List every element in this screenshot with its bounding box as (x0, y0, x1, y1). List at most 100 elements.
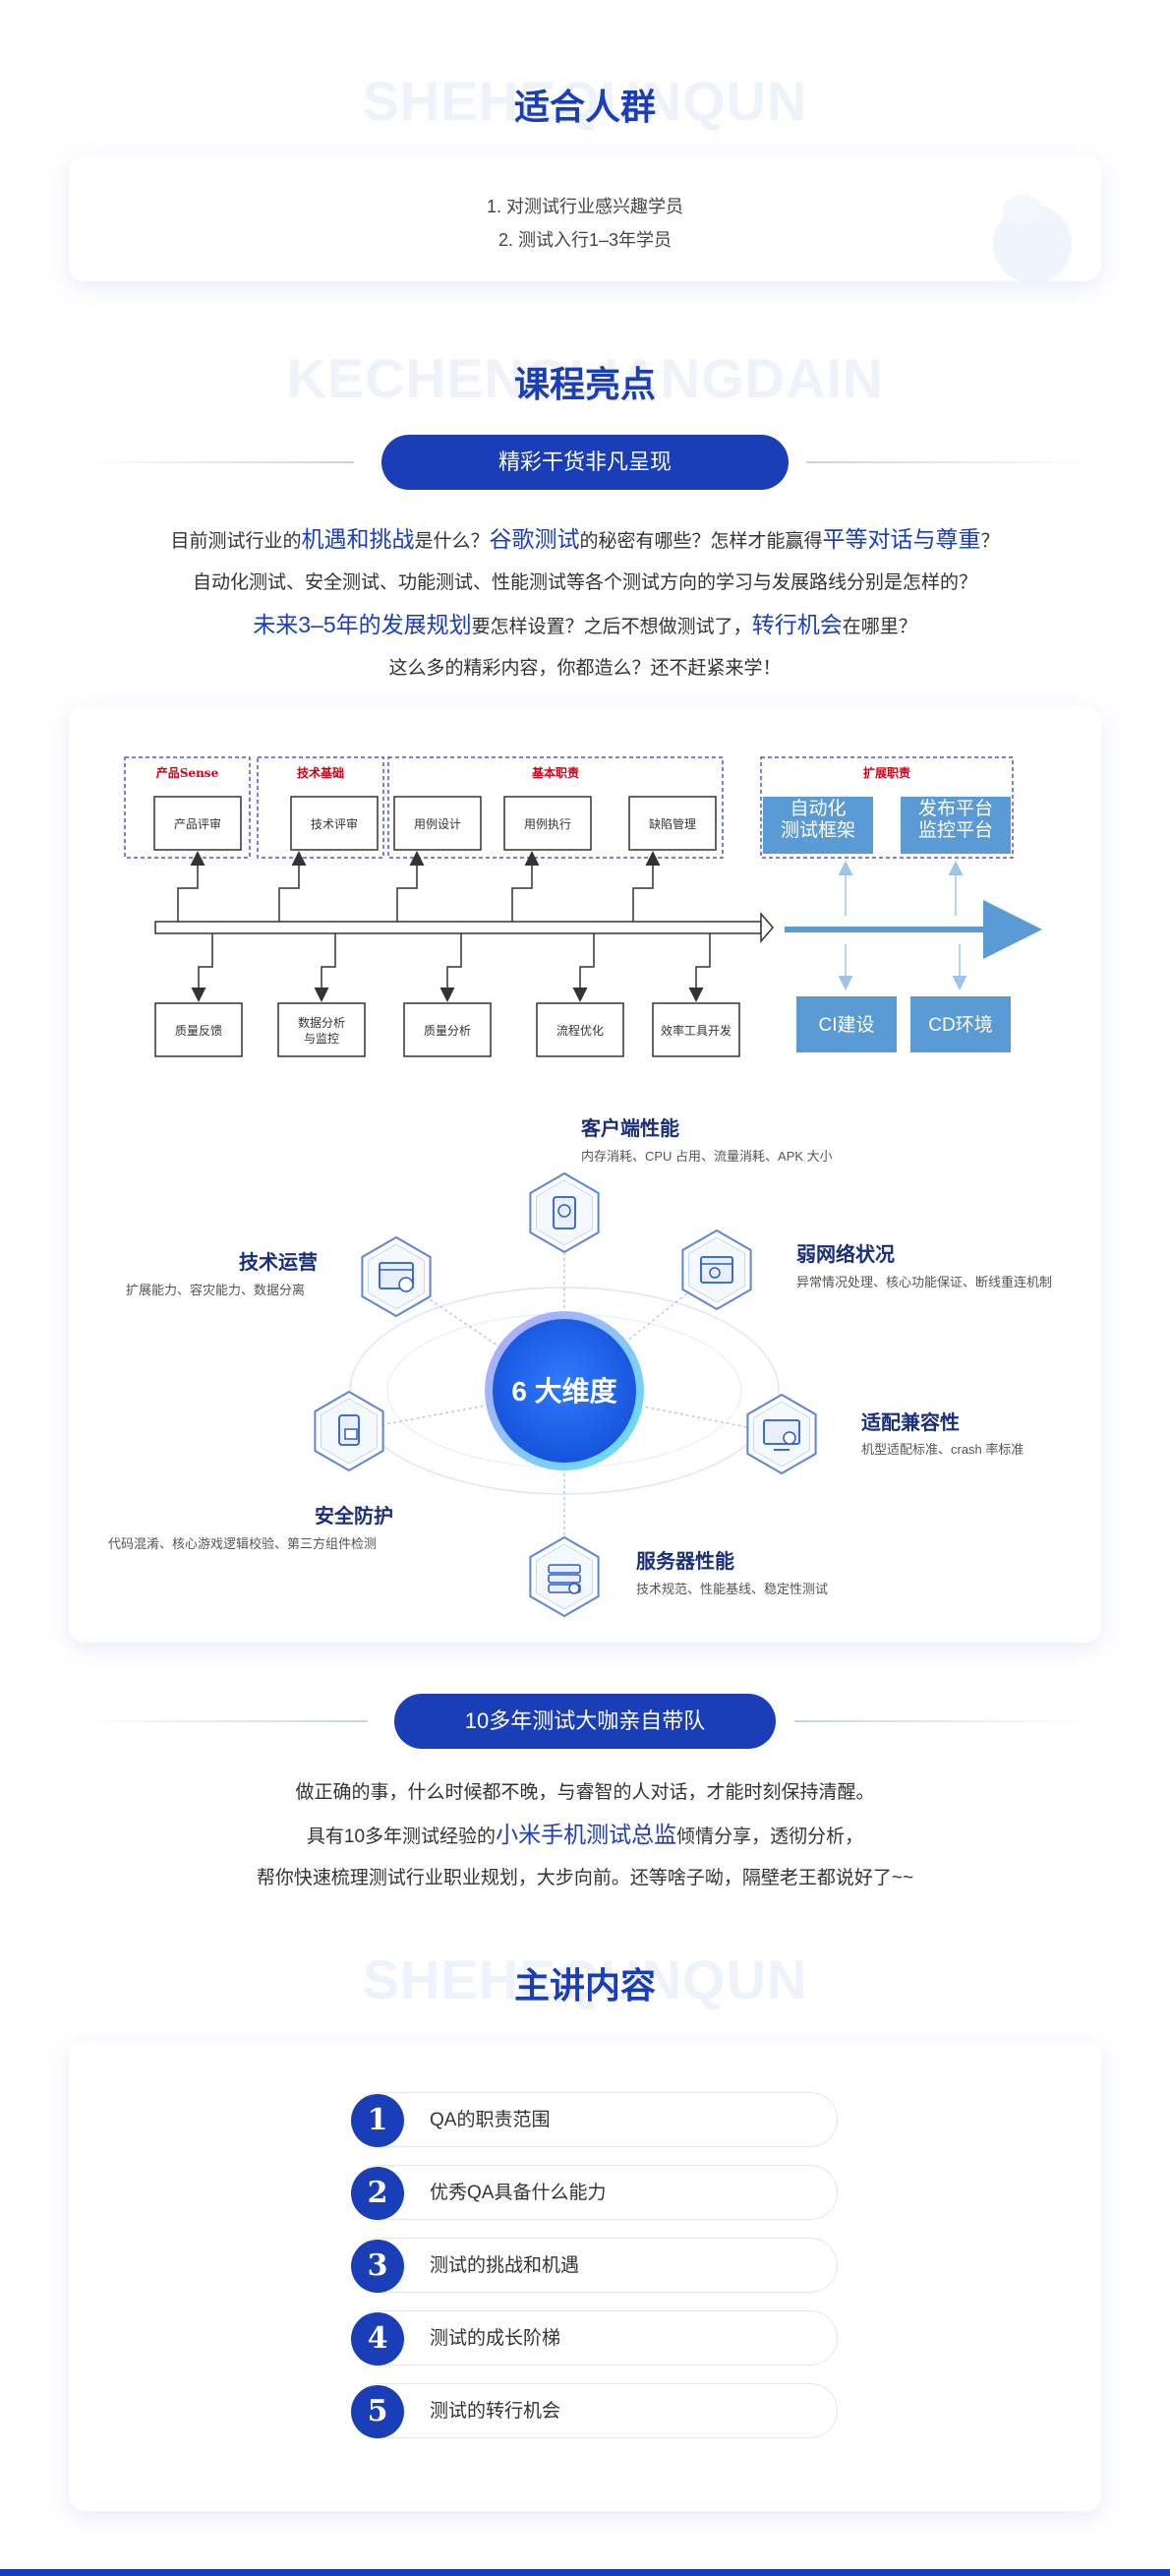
paragraph-text: 这么多的精彩内容，你都造么？还不赶紧来学！ (388, 658, 782, 679)
output-box (403, 1002, 492, 1057)
topic-item: 5 测试的转行机会 (351, 2383, 838, 2438)
output-box (652, 1002, 740, 1057)
highlight-text: 谷歌测试 (489, 526, 580, 552)
topic-item: 4 测试的成长阶梯 (351, 2310, 838, 2366)
connector-up (177, 851, 205, 922)
dimension-title: 服务器性能 (636, 1549, 734, 1573)
paragraph-line: 自动化测试、安全测试、功能测试、性能测试等各个测试方向的学习与发展路线分别是怎样… (0, 563, 1170, 604)
topic-item: 1 QA的职责范围 (351, 2092, 838, 2147)
connector-up (278, 851, 307, 922)
paragraph-line: 这么多的精彩内容，你都造么？还不赶紧来学！ (0, 648, 1170, 689)
output-box (154, 1002, 243, 1057)
output-box (277, 1002, 366, 1057)
topics-card: 1 QA的职责范围 2 优秀QA具备什么能力 3 测试的挑战和机遇 4 测试的成… (69, 2041, 1101, 2511)
extension-box-label: 测试框架 (781, 819, 855, 841)
paragraph-text: 在哪里？ (842, 617, 917, 637)
dimension-desc: 技术规范、性能基线、稳定性测试 (636, 1582, 828, 1596)
role-box (628, 796, 717, 851)
role-box-label: 技术评审 (311, 816, 358, 831)
dimension-desc: 内存消耗、CPU 占用、流量消耗、APK 大小 (581, 1149, 833, 1164)
extension-box-label: 发布平台 (918, 798, 993, 819)
timeline-bar (154, 921, 762, 934)
extension-box (901, 797, 1011, 854)
highlight-text: 转行机会 (751, 612, 843, 637)
window-link-icon (398, 1277, 414, 1292)
highlights-section-header: KECHENGLIANGDAIN 课程亮点 (0, 346, 1170, 415)
group-label: 技术基础 (297, 765, 344, 780)
content-section-header: SHEHEQUNQUN 主讲内容 (0, 1947, 1170, 2016)
content-watermark: SHEHEQUNQUN (362, 1948, 808, 2010)
topic-label: QA的职责范围 (430, 2110, 551, 2130)
paragraph-text: 的秘密有哪些？怎样才能赢得 (579, 531, 823, 552)
dimension-title: 技术运营 (239, 1250, 318, 1274)
dimension-desc: 异常情况处理、核心功能保证、断线重连机制 (796, 1275, 1052, 1289)
paragraph-line: 具有10多年测试经验的小米手机测试总监倾情分享，透彻分析， (0, 1814, 1170, 1858)
extension-box-label: 监控平台 (918, 819, 993, 841)
paragraph-line: 目前测试行业的机遇和挑战是什么？谷歌测试的秘密有哪些？怎样才能赢得平等对话与尊重… (0, 518, 1170, 563)
highlight-text: 小米手机测试总监 (496, 1822, 677, 1847)
output-box-label: 质量反馈 (175, 1024, 222, 1038)
browser-icon (709, 1267, 721, 1279)
lock-phone-icon (344, 1428, 358, 1440)
extension-box-label: 自动化 (790, 798, 846, 819)
dimension-title: 适配兼容性 (861, 1410, 960, 1434)
highlights-pill: 精彩干货非凡呈现 (381, 435, 789, 490)
audience-title: 适合人群 (513, 87, 656, 127)
connector-down (688, 933, 711, 1002)
topic-label: 测试的成长阶梯 (430, 2328, 561, 2349)
group-box (257, 756, 384, 859)
divider-left (79, 461, 354, 463)
server-icon (548, 1564, 581, 1574)
dimension-desc: 代码混淆、核心游戏逻辑校验、第三方组件检测 (108, 1536, 377, 1551)
output-box-label: 流程优化 (556, 1023, 604, 1038)
paragraph-text: 是什么？ (414, 531, 490, 552)
timeline-arrow-head (760, 911, 774, 944)
paragraph-text: 倾情分享，透彻分析， (676, 1827, 864, 1847)
connector-up (632, 851, 661, 922)
paragraph-text: 自动化测试、安全测试、功能测试、性能测试等各个测试方向的学习与发展路线分别是怎样… (192, 572, 977, 593)
dimension-title: 安全防护 (315, 1504, 393, 1528)
team-pill: 10多年测试大咖亲自带队 (394, 1694, 776, 1749)
audience-card: 1. 对测试行业感兴趣学员 2. 测试入行1–3年学员 (69, 155, 1101, 281)
extension-box (763, 797, 873, 854)
role-box-label: 用例执行 (524, 817, 571, 831)
role-box-label: 产品评审 (174, 816, 221, 831)
center-circle (493, 1319, 636, 1463)
topic-number: 4 (351, 2312, 404, 2366)
output-box-label: 数据分析 (298, 1015, 345, 1030)
highlight-text: 平等对话与尊重 (822, 526, 981, 552)
highlights-paragraph: 目前测试行业的机遇和挑战是什么？谷歌测试的秘密有哪些？怎样才能赢得平等对话与尊重… (0, 518, 1170, 689)
role-box (290, 796, 379, 851)
topic-item: 2 优秀QA具备什么能力 (351, 2165, 838, 2220)
output-box-label: 质量分析 (424, 1024, 471, 1038)
output-box-label: 与监控 (304, 1032, 339, 1046)
center-label: 6 大维度 (511, 1376, 616, 1407)
topic-item: 3 测试的挑战和机遇 (351, 2238, 838, 2293)
topic-number: 3 (351, 2240, 404, 2293)
topic-label: 优秀QA具备什么能力 (430, 2183, 607, 2203)
paragraph-text: 帮你快速梳理测试行业职业规划，大步向前。还等啥子呦，隔壁老王都说好了~~ (256, 1868, 914, 1888)
dimension-title: 客户端性能 (580, 1116, 679, 1140)
connector-down (191, 933, 213, 1002)
paragraph-line: 做正确的事，什么时候都不晚，与睿智的人对话，才能时刻保持清醒。 (0, 1772, 1170, 1814)
server-icon (548, 1574, 581, 1584)
team-banner: 10多年测试大咖亲自带队 (0, 1694, 1170, 1749)
spoke-line (395, 1276, 565, 1392)
highlights-banner: 精彩干货非凡呈现 (0, 435, 1170, 490)
connector-up (396, 851, 425, 922)
dimension-title: 弱网络状况 (796, 1242, 895, 1266)
role-box (393, 796, 482, 851)
paragraph-line: 未来3–5年的发展规划要怎样设置？之后不想做测试了，转行机会在哪里？ (0, 604, 1170, 648)
extension-box (796, 996, 897, 1052)
dimension-desc: 扩展能力、容灾能力、数据分离 (126, 1283, 305, 1297)
connector-up (511, 851, 540, 922)
topic-label: 测试的转行机会 (430, 2401, 561, 2422)
divider-left (79, 1720, 368, 1722)
role-box-label: 用例设计 (414, 817, 461, 831)
audience-item: 2. 测试入行1–3年学员 (497, 230, 673, 250)
server-icon (568, 1583, 580, 1594)
group-box (760, 756, 1014, 859)
topic-number: 2 (351, 2167, 404, 2220)
